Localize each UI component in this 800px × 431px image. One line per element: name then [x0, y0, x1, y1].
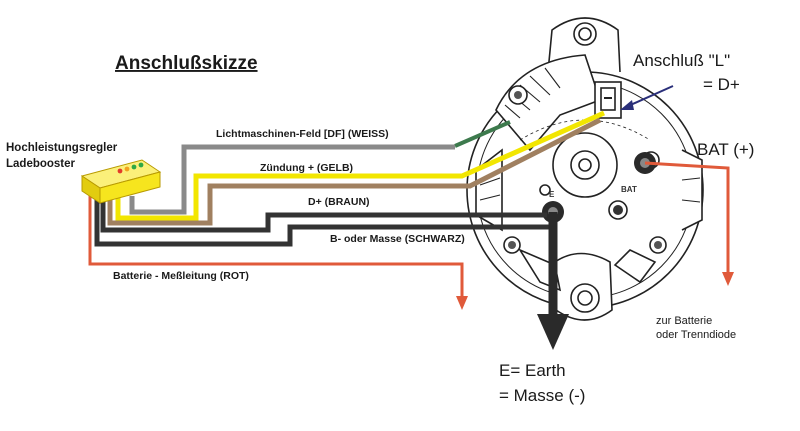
regulator-led-4 [138, 162, 144, 168]
earth-label-line2: = Masse (-) [499, 386, 585, 405]
regulator-led-2 [124, 166, 130, 172]
bat-terminal-label: BAT (+) [697, 140, 754, 159]
ground-wire-black [94, 196, 550, 247]
regulator-led-3 [131, 164, 137, 170]
e-marker-label: E [549, 190, 555, 199]
ignition-wire-label: Zündung + (GELB) [260, 162, 353, 174]
regulator-label-line1: Hochleistungsregler [6, 142, 118, 154]
l-terminal-label-line1: Anschluß "L" [633, 51, 730, 70]
dplus-wire-brown [107, 117, 602, 226]
regulator-label-line2: Ladebooster [6, 158, 76, 170]
l-terminal-label-line2: = D+ [703, 75, 740, 94]
dplus-wire-label: D+ (BRAUN) [308, 196, 370, 208]
diagram-title: Anschlußskizze [115, 53, 258, 74]
ground-wire-label: B- oder Masse (SCHWARZ) [330, 233, 465, 245]
field-wire-green-segment [454, 120, 511, 148]
earth-label-line1: E= Earth [499, 361, 566, 380]
l-terminal-arrow-shaft [625, 85, 674, 108]
bat-wire-red [644, 161, 730, 275]
dplus-wire-dark [100, 196, 547, 233]
bat-note-line1: zur Batterie [656, 315, 712, 327]
l-terminal-arrowhead [620, 100, 634, 110]
bat-note-line2: oder Trenndiode [656, 329, 736, 341]
alternator-drawing [466, 17, 704, 321]
regulator-led-1 [117, 168, 123, 174]
sense-wire-red [88, 196, 464, 298]
bat-marker-label: BAT [621, 185, 637, 194]
sense-wire-label: Batterie - Meßleitung (ROT) [113, 270, 249, 282]
field-wire-label: Lichtmaschinen-Feld [DF] (WEISS) [216, 128, 389, 140]
sense-wire-arrowhead [456, 296, 468, 310]
ignition-wire-yellow [115, 110, 606, 221]
earth-arrowhead [537, 314, 569, 350]
field-wire-white [129, 144, 455, 215]
bat-wire-arrowhead [722, 272, 734, 286]
regulator-box [80, 159, 162, 204]
